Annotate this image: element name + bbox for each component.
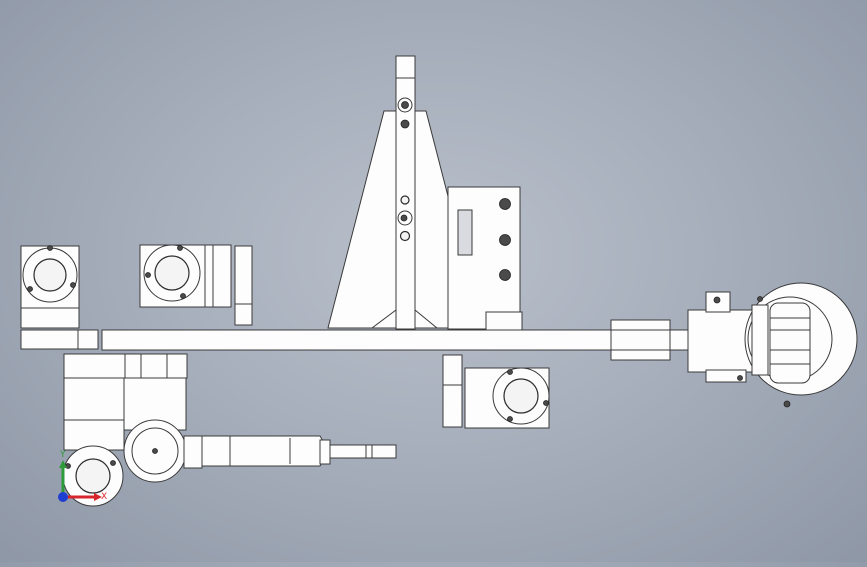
y-axis-label: Y bbox=[59, 450, 66, 460]
z-axis-dot bbox=[58, 492, 68, 502]
second-clamp-block[interactable] bbox=[139, 244, 253, 326]
coordinate-triad: Y X bbox=[58, 450, 107, 502]
right-roller-assembly[interactable] bbox=[610, 282, 858, 408]
lower-center-clamp[interactable] bbox=[442, 354, 550, 429]
x-axis-label: X bbox=[101, 492, 107, 502]
left-clamp-block[interactable] bbox=[20, 245, 80, 329]
linear-actuator[interactable] bbox=[123, 419, 397, 483]
lower-left-bracket[interactable] bbox=[62, 353, 188, 507]
center-tower[interactable] bbox=[327, 55, 523, 331]
